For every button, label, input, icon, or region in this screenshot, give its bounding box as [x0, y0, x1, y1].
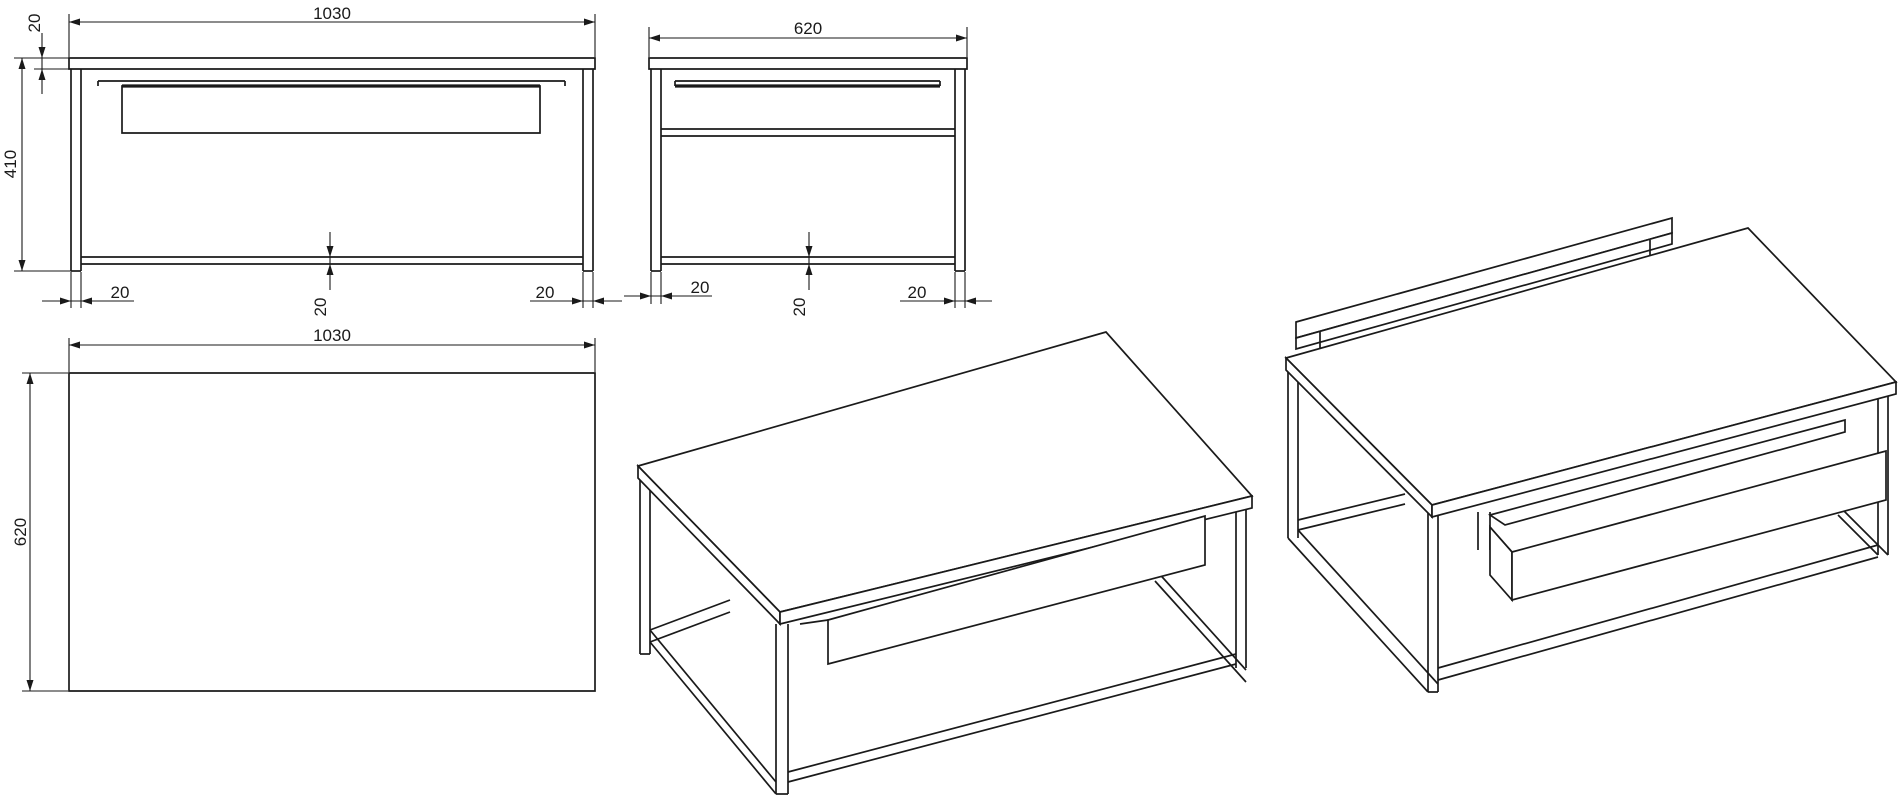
front-height-dimension: 410 [1, 58, 71, 271]
iso1-front-frame [776, 624, 1236, 794]
front-width-label: 1030 [313, 4, 351, 23]
side-left-leg-dimension: 20 [624, 272, 712, 304]
top-view [69, 373, 595, 691]
top-width-label: 1030 [313, 326, 351, 345]
top-view-tabletop [69, 373, 595, 691]
iso1-drawer [800, 516, 1205, 664]
front-view [69, 58, 595, 271]
side-depth-dimension: 620 [649, 19, 967, 57]
top-depth-label: 620 [11, 518, 30, 546]
front-left-leg-label: 20 [111, 283, 130, 302]
iso2-tabletop [1286, 228, 1896, 517]
front-height-label: 410 [1, 150, 20, 178]
side-drawer [661, 81, 955, 136]
front-bottom-rail [81, 257, 583, 264]
iso1-tabletop [638, 332, 1252, 624]
iso2-rear-drawer-box [1296, 218, 1672, 352]
side-view [649, 58, 967, 271]
top-depth-dimension: 620 [11, 373, 68, 691]
side-bottom-rail-label: 20 [790, 298, 809, 317]
front-top-thickness-dimension: 20 [25, 14, 69, 94]
side-tabletop [649, 58, 967, 69]
front-width-dimension: 1030 [69, 4, 595, 57]
isometric-view-closed [638, 332, 1252, 794]
front-right-leg-label: 20 [536, 283, 555, 302]
front-right-leg [583, 69, 593, 271]
front-tabletop [69, 58, 595, 69]
side-bottom-rail [661, 257, 955, 264]
top-width-dimension: 1030 [69, 326, 595, 372]
front-right-leg-dimension: 20 [530, 272, 622, 308]
side-depth-label: 620 [794, 19, 822, 38]
front-left-leg [71, 69, 81, 271]
iso2-open-drawer [1478, 420, 1886, 600]
side-right-leg [955, 69, 965, 271]
front-left-leg-dimension: 20 [42, 272, 134, 308]
side-bottom-rail-dimension: 20 [790, 232, 813, 316]
front-bottom-rail-label: 20 [311, 298, 330, 317]
front-bottom-rail-dimension: 20 [311, 232, 334, 316]
front-top-thickness-label: 20 [25, 14, 44, 33]
iso2-front-frame [1428, 510, 1878, 692]
side-right-leg-label: 20 [908, 283, 927, 302]
iso1-back-frame [640, 480, 1246, 794]
side-left-leg-label: 20 [691, 278, 710, 297]
front-drawer [98, 81, 565, 133]
isometric-view-open [1286, 218, 1896, 692]
side-left-leg [651, 69, 661, 271]
side-right-leg-dimension: 20 [900, 272, 992, 308]
